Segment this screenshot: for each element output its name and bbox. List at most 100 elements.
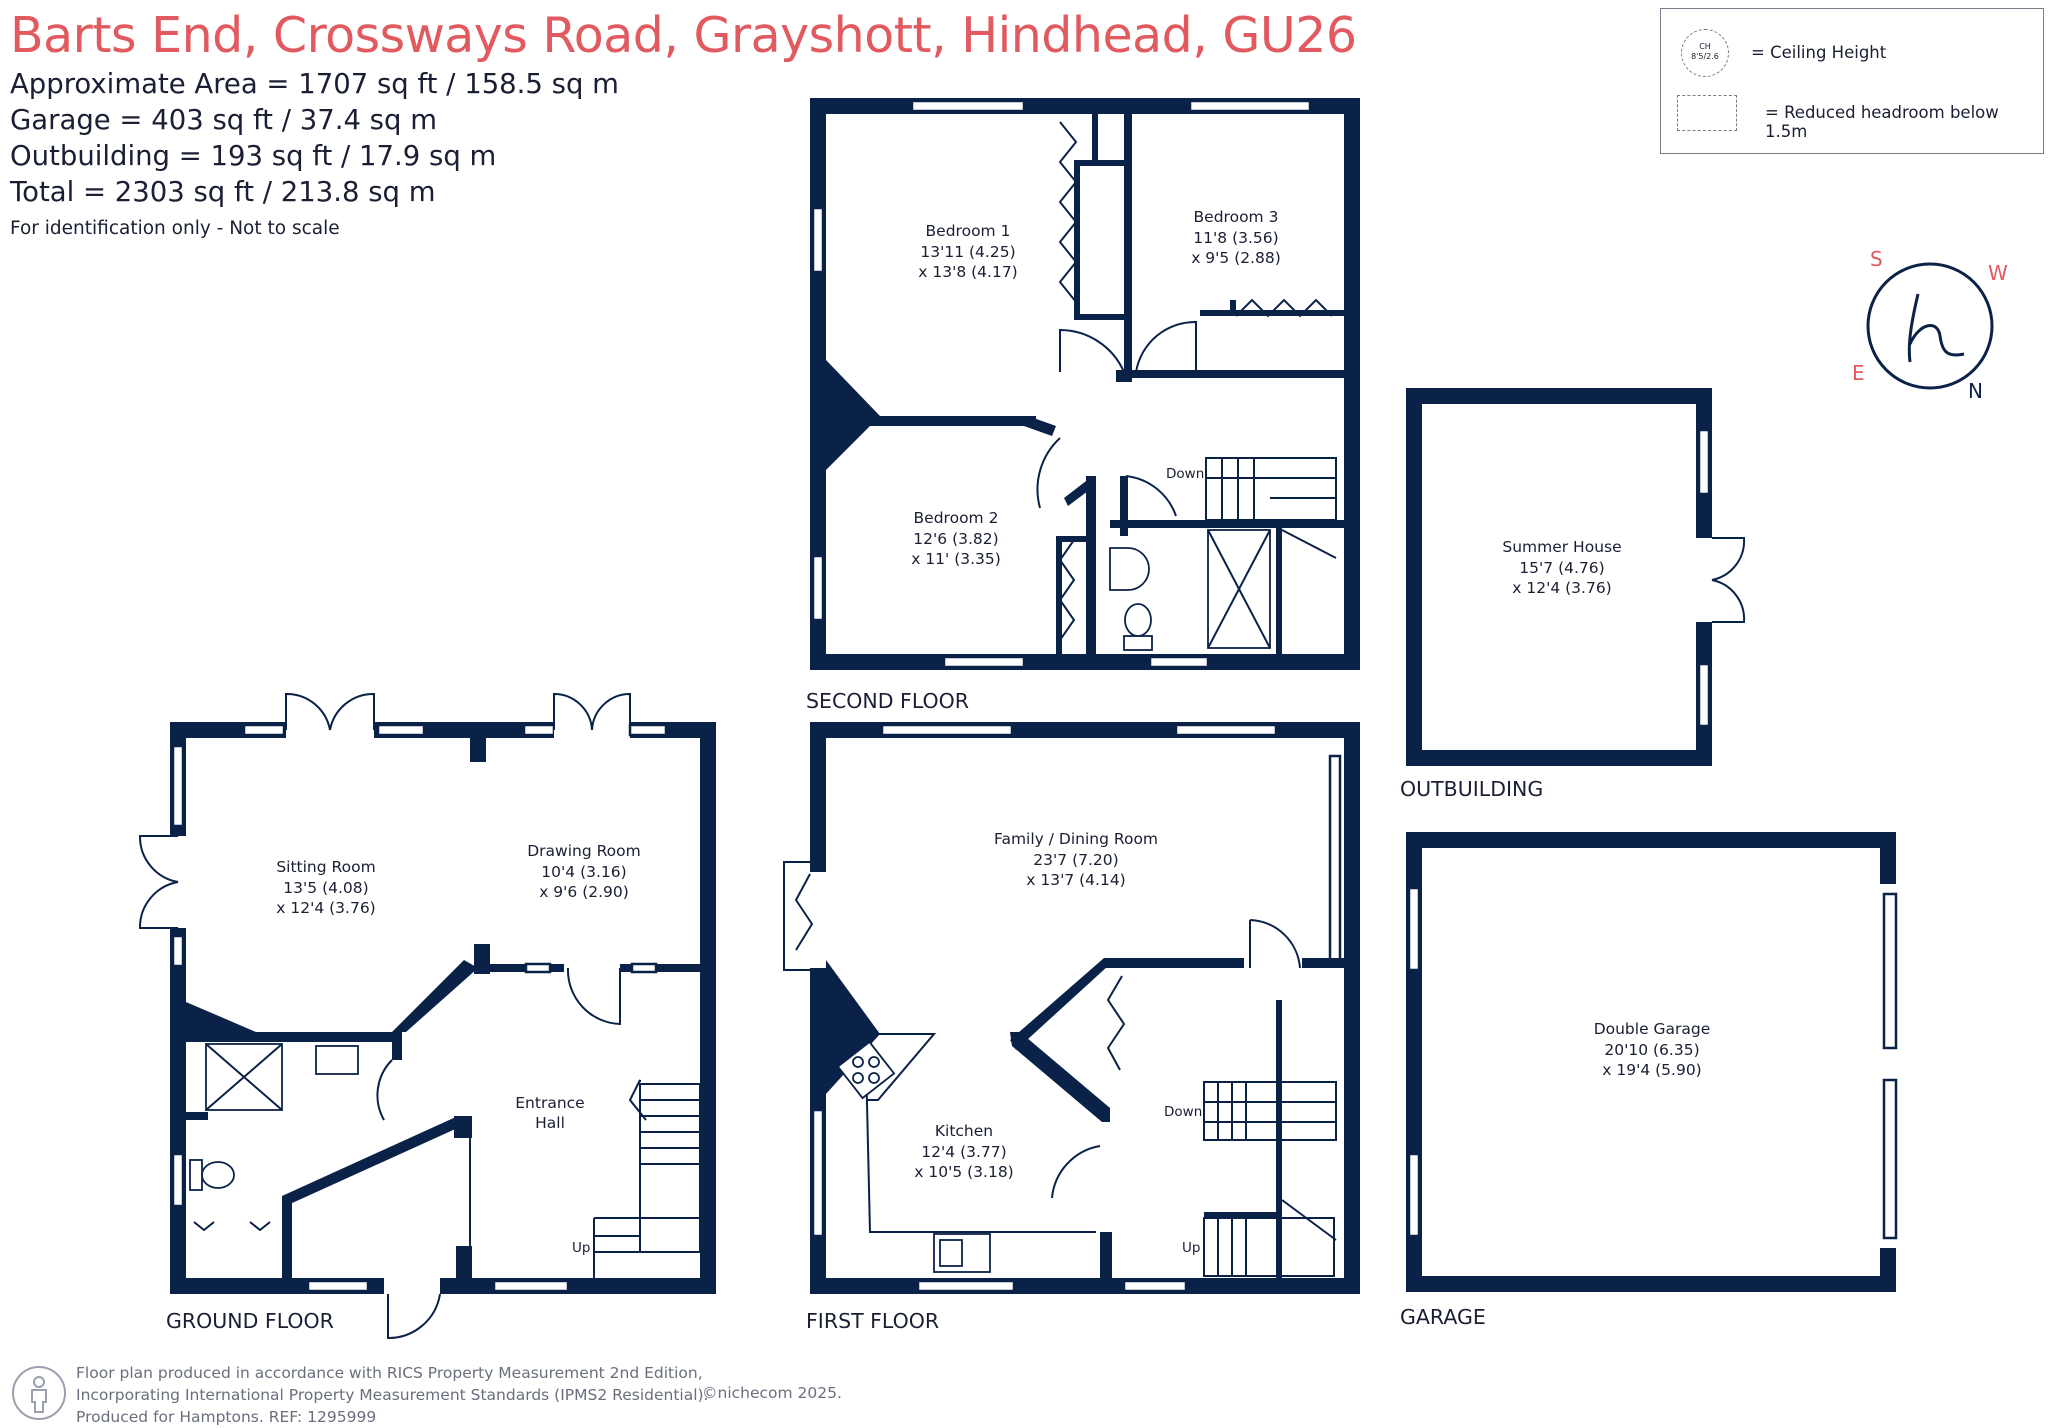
compass-w: W xyxy=(1988,261,2008,285)
bay-doors xyxy=(794,873,814,951)
bedroom1-name: Bedroom 1 xyxy=(926,222,1011,240)
footer-line3: Produced for Hamptons. REF: 1295999 xyxy=(76,1408,377,1426)
wall xyxy=(1302,958,1360,968)
outbuilding-area: Outbuilding = 193 sq ft / 17.9 sq m xyxy=(10,140,497,172)
wall xyxy=(620,964,716,972)
window xyxy=(376,723,426,737)
door-swing xyxy=(1135,320,1197,373)
bedroom2-dim: 12'6 (3.82) xyxy=(913,530,998,548)
wall xyxy=(810,654,1360,670)
window xyxy=(630,962,658,974)
wc-cistern-icon xyxy=(1123,635,1153,651)
wall xyxy=(1110,520,1182,528)
header: Barts End, Crossways Road, Grayshott, Hi… xyxy=(10,6,1357,239)
window xyxy=(1122,1279,1188,1293)
summer-house-dim: 15'7 (4.76) xyxy=(1519,559,1604,577)
garage: Double Garage 20'10 (6.35) x 19'4 (5.90)… xyxy=(1400,832,1898,1329)
window xyxy=(1148,655,1210,669)
garage-door-panel xyxy=(1882,1078,1898,1240)
wall xyxy=(1064,478,1092,506)
wall xyxy=(1074,314,1132,320)
stairs-first xyxy=(1203,1081,1337,1277)
wardrobe-doors xyxy=(1058,539,1076,641)
summer-house-dim2: x 12'4 (3.76) xyxy=(1512,579,1611,597)
wall xyxy=(392,960,478,1032)
front-door-swing xyxy=(387,1293,441,1340)
ch-symbol-bottom: 8'5/2.6 xyxy=(1691,52,1719,61)
chimney-breast xyxy=(826,360,880,470)
wall xyxy=(170,1278,716,1294)
compass-e: E xyxy=(1852,361,1865,385)
legend: CH 8'5/2.6 = Ceiling Height = Reduced he… xyxy=(1660,8,2044,154)
door-swing xyxy=(138,881,179,929)
wall xyxy=(1406,388,1712,404)
door-swing xyxy=(1711,579,1746,623)
window xyxy=(306,1279,370,1293)
entrance-hall-name: Entrance xyxy=(515,1094,584,1112)
stairs-second xyxy=(1205,457,1337,559)
kitchen-dim: 12'4 (3.77) xyxy=(921,1143,1006,1161)
basin-icon xyxy=(315,1045,359,1075)
wall xyxy=(826,416,1036,426)
disclaimer: For identification only - Not to scale xyxy=(10,218,340,239)
compass-logo: S W E N xyxy=(1852,247,2008,403)
wall xyxy=(186,1032,396,1042)
stairs-up-label: Up xyxy=(572,1240,590,1256)
kitchen-dim2: x 10'5 (3.18) xyxy=(914,1163,1013,1181)
stair-outline xyxy=(1205,457,1337,521)
wc-icon xyxy=(1124,603,1152,637)
hob-icon xyxy=(836,1040,896,1100)
cupboard-doors xyxy=(628,1079,647,1121)
entrance-hall-name2: Hall xyxy=(535,1114,565,1132)
wardrobe-doors xyxy=(1235,298,1333,318)
window xyxy=(811,554,825,622)
first-floor-label: FIRST FLOOR xyxy=(806,1309,939,1333)
wc-icon xyxy=(201,1161,235,1189)
door-swing xyxy=(566,967,621,1026)
wall xyxy=(1074,160,1080,320)
wall xyxy=(1344,98,1360,670)
wall xyxy=(1092,114,1098,164)
outbuilding-label: OUTBUILDING xyxy=(1400,777,1543,801)
wall xyxy=(456,1246,472,1280)
window xyxy=(1407,1152,1421,1238)
wall xyxy=(1344,722,1360,1294)
wall xyxy=(282,1196,292,1280)
window xyxy=(628,723,668,737)
door-swing xyxy=(553,692,593,731)
copyright: ©nichecom 2025. xyxy=(702,1384,842,1402)
window xyxy=(811,206,825,274)
bedroom3-dim: 11'8 (3.56) xyxy=(1193,229,1278,247)
window xyxy=(942,655,1026,669)
door-swing xyxy=(1711,537,1746,581)
door-swing xyxy=(376,1059,393,1121)
wall xyxy=(1024,416,1056,436)
garage-label: GARAGE xyxy=(1400,1305,1486,1329)
family-dining-dim: 23'7 (7.20) xyxy=(1033,851,1118,869)
window xyxy=(1328,754,1342,968)
window xyxy=(1174,723,1278,737)
footer-text: Floor plan produced in accordance with R… xyxy=(76,1362,708,1428)
stairs-ground xyxy=(593,1083,701,1278)
hob-ring-icon xyxy=(852,1056,864,1068)
ground-floor: Sitting Room 13'5 (4.08) x 12'4 (3.76) D… xyxy=(138,692,716,1340)
stair-outline xyxy=(639,1083,701,1253)
wall xyxy=(1276,1000,1282,1294)
reduced-headroom-label: = Reduced headroom below 1.5m xyxy=(1765,103,1999,141)
stair-outline xyxy=(1203,1081,1337,1141)
family-dining-dim2: x 13'7 (4.14) xyxy=(1026,871,1125,889)
door-swing xyxy=(329,692,375,731)
drawing-room-name: Drawing Room xyxy=(527,842,641,860)
wall xyxy=(1010,958,1108,1050)
wc-cistern-icon xyxy=(189,1159,203,1191)
family-dining-name: Family / Dining Room xyxy=(994,830,1158,848)
double-garage-name: Double Garage xyxy=(1594,1020,1711,1038)
second-floor-label: SECOND FLOOR xyxy=(806,689,969,713)
stairs-down-label: Down xyxy=(1166,466,1204,482)
chimney-breast xyxy=(826,960,880,1094)
outbuilding: Summer House 15'7 (4.76) x 12'4 (3.76) O… xyxy=(1400,388,1746,801)
window xyxy=(522,723,556,737)
wall xyxy=(186,1112,208,1120)
kitchen-name: Kitchen xyxy=(935,1122,993,1140)
